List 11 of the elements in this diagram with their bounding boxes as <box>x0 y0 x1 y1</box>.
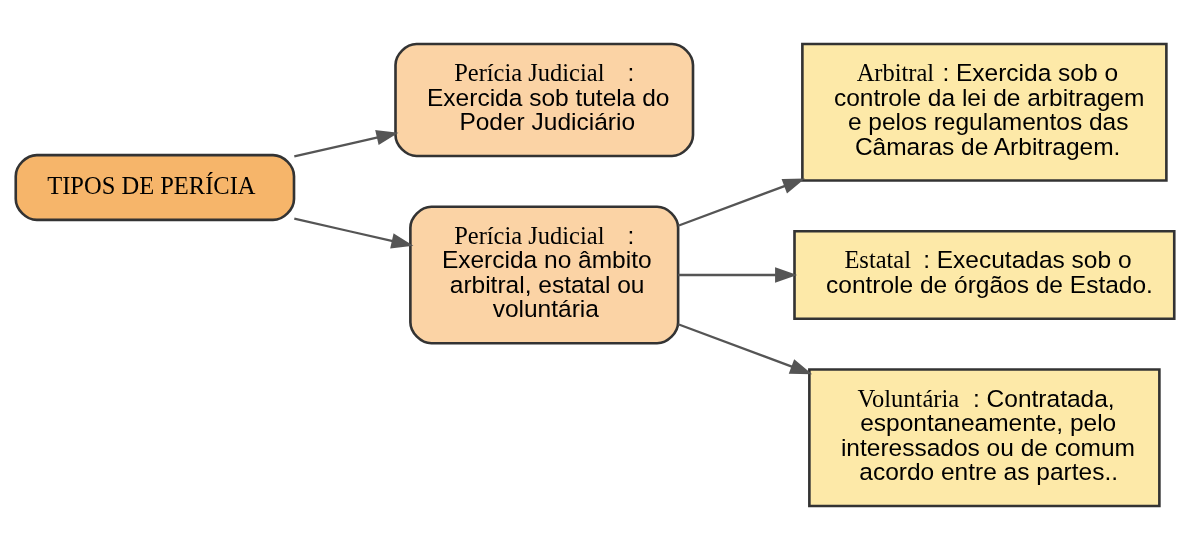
node-box: Voluntária: Contratada, espontaneamente, pelo interessados ou de comum acordo entre as partes.. <box>808 367 1161 507</box>
node-box: Perícia Judicial: Exercida sob tutela do Poder Judiciário <box>394 42 695 157</box>
node-box: Arbitral: Exercida sob o controle da lei de arbitragem e pelos regulamentos das Câmaras de Arbitragem. <box>801 42 1168 182</box>
node-box: Estatal: Executadas sob o controle de órgãos de Estado. <box>793 229 1176 320</box>
arrow <box>678 266 798 283</box>
arrow <box>294 129 399 157</box>
arrow <box>677 177 805 227</box>
node-box: TIPOS DE PERÍCIA <box>14 153 296 221</box>
arrow <box>677 322 813 374</box>
node-box: Perícia Judicial: Exercida no âmbito arbitral, estatal ou voluntária <box>409 204 680 345</box>
arrow <box>294 217 414 248</box>
